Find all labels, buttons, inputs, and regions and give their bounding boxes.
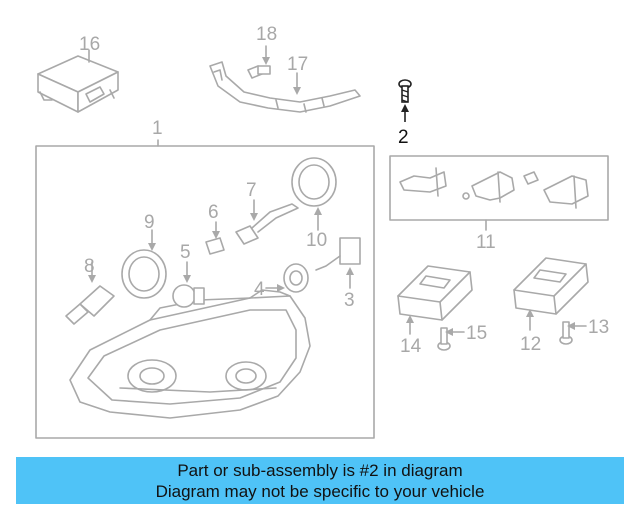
part-9-seal-ring[interactable]: 9 — [121, 212, 167, 299]
callout-17: 17 — [287, 54, 308, 75]
callout-10: 10 — [306, 230, 327, 251]
banner-line-1: Part or sub-assembly is #2 in diagram — [177, 461, 463, 480]
part-15-screw[interactable]: 15 — [437, 323, 487, 351]
callout-14: 14 — [400, 336, 422, 357]
callout-12: 12 — [520, 334, 541, 355]
callout-6: 6 — [208, 202, 219, 223]
callout-2: 2 — [398, 127, 409, 148]
info-banner: Part or sub-assembly is #2 in diagram Di… — [16, 457, 624, 504]
part-11-bracket-set[interactable]: 11 — [389, 155, 609, 253]
part-5-bulb[interactable]: 5 — [172, 242, 205, 308]
callout-11: 11 — [476, 232, 496, 253]
part-3-xenon-bulb[interactable]: 3 — [315, 237, 361, 311]
part-7-bulb-socket[interactable]: 7 — [235, 180, 299, 245]
callout-1: 1 — [152, 118, 163, 139]
part-2-screw-highlighted[interactable]: 2 — [398, 79, 412, 148]
callout-7: 7 — [246, 180, 257, 201]
parts-diagram: 16 17 18 2 1 — [35, 24, 609, 439]
part-8-bulb[interactable]: 8 — [65, 256, 115, 325]
part-18-screw[interactable]: 18 — [247, 24, 277, 79]
part-16-control-module[interactable]: 16 — [37, 34, 119, 113]
part-13-screw[interactable]: 13 — [559, 317, 609, 345]
part-4-bulb-cap[interactable]: 4 — [254, 263, 309, 300]
part-12-ballast-module[interactable]: 12 — [513, 257, 589, 355]
callout-5: 5 — [180, 242, 191, 263]
callout-4: 4 — [254, 279, 265, 300]
callout-15: 15 — [466, 323, 487, 344]
callout-9: 9 — [144, 212, 155, 233]
part-10-cap-ring[interactable]: 10 — [291, 157, 337, 251]
part-1-headlamp-assembly[interactable]: 1 8 9 — [35, 118, 375, 439]
part-14-ballast-module[interactable]: 14 — [397, 265, 473, 357]
banner-line-2: Diagram may not be specific to your vehi… — [155, 482, 485, 501]
callout-3: 3 — [344, 290, 355, 311]
callout-16: 16 — [79, 34, 100, 55]
callout-8: 8 — [84, 256, 95, 277]
callout-13: 13 — [588, 317, 609, 338]
part-17-mounting-bracket[interactable]: 17 — [209, 54, 361, 113]
callout-18: 18 — [256, 24, 277, 45]
part-6-small-bulb[interactable]: 6 — [205, 202, 225, 255]
